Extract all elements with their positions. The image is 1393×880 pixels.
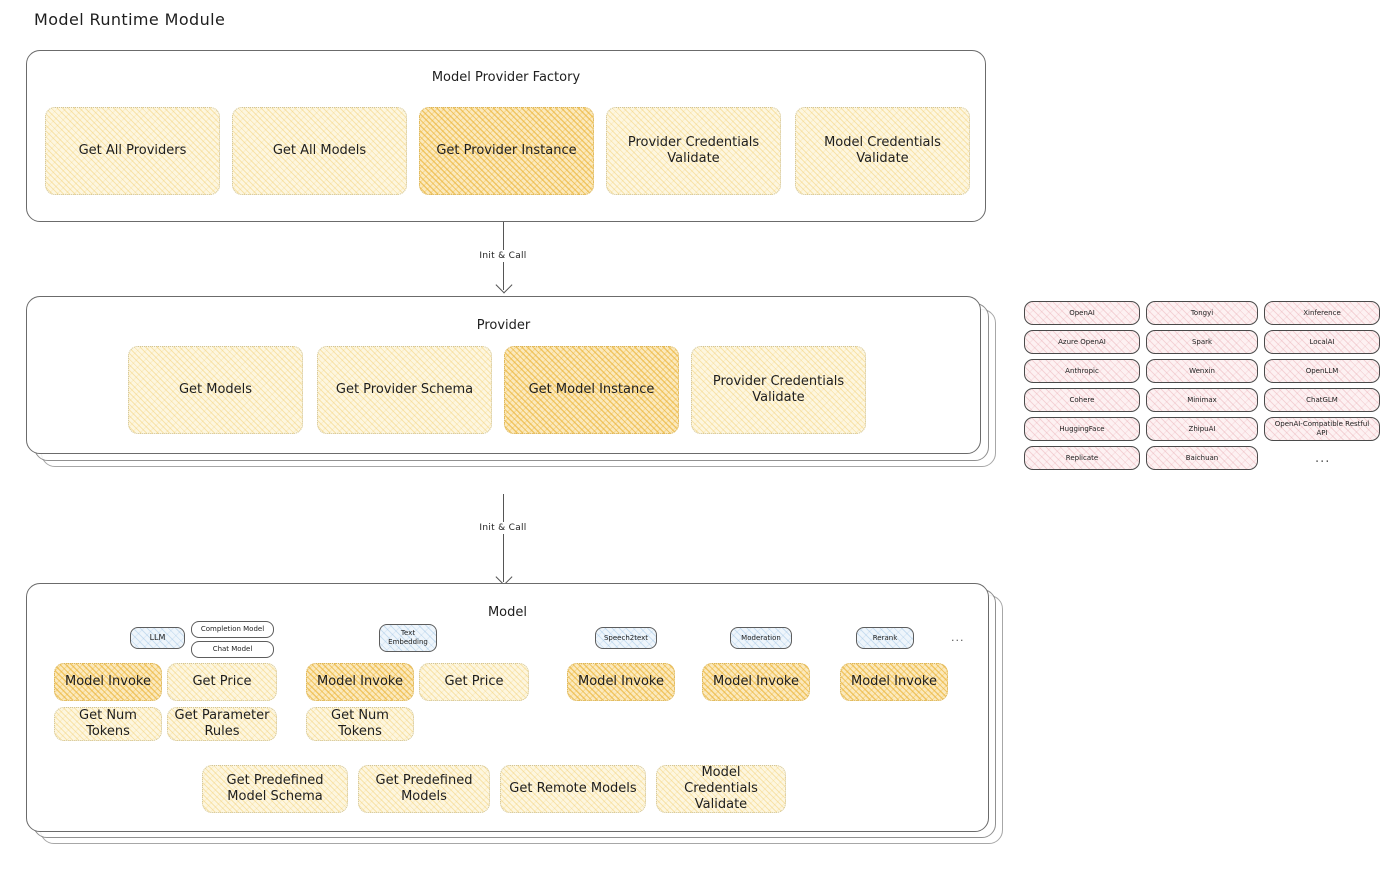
embedding-method-get-price[interactable]: Get Price bbox=[419, 663, 529, 701]
embedding-method-get-num-tokens[interactable]: Get Num Tokens bbox=[306, 707, 414, 741]
provider-chip-huggingface[interactable]: HuggingFace bbox=[1024, 417, 1140, 441]
page-title: Model Runtime Module bbox=[34, 10, 226, 29]
llm-method-get-parameter-rules[interactable]: Get Parameter Rules bbox=[167, 707, 277, 741]
factory-node-provider-credentials-validate[interactable]: Provider Credentials Validate bbox=[606, 107, 781, 195]
embedding-method-model-invoke[interactable]: Model Invoke bbox=[306, 663, 414, 701]
provider-chip-openai[interactable]: OpenAI bbox=[1024, 301, 1140, 325]
provider-group: Provider Get Models Get Provider Schema … bbox=[26, 296, 1011, 476]
provider-chip-minimax[interactable]: Minimax bbox=[1146, 388, 1258, 412]
provider-node-get-models[interactable]: Get Models bbox=[128, 346, 303, 434]
llm-method-get-num-tokens[interactable]: Get Num Tokens bbox=[54, 707, 162, 741]
provider-chip-spark[interactable]: Spark bbox=[1146, 330, 1258, 354]
provider-chip-localai[interactable]: LocalAI bbox=[1264, 330, 1380, 354]
provider-chip-tongyi[interactable]: Tongyi bbox=[1146, 301, 1258, 325]
common-method-get-predefined-model-schema[interactable]: Get Predefined Model Schema bbox=[202, 765, 348, 813]
provider-chip-xinference[interactable]: Xinference bbox=[1264, 301, 1380, 325]
model-type-tag-speech2text[interactable]: Speech2text bbox=[595, 627, 657, 649]
provider-chip-azure-openai[interactable]: Azure OpenAI bbox=[1024, 330, 1140, 354]
factory-node-get-all-models[interactable]: Get All Models bbox=[232, 107, 407, 195]
provider-node-get-provider-schema[interactable]: Get Provider Schema bbox=[317, 346, 492, 434]
provider-chip-anthropic[interactable]: Anthropic bbox=[1024, 359, 1140, 383]
common-method-model-credentials-validate[interactable]: Model Credentials Validate bbox=[656, 765, 786, 813]
model-type-tag-moderation[interactable]: Moderation bbox=[730, 627, 792, 649]
arrow-provider-to-model: Init & Call bbox=[468, 494, 538, 586]
arrow-shaft bbox=[503, 494, 504, 582]
provider-node-get-model-instance[interactable]: Get Model Instance bbox=[504, 346, 679, 434]
provider-chip-baichuan[interactable]: Baichuan bbox=[1146, 446, 1258, 470]
provider-list: OpenAI Azure OpenAI Anthropic Cohere Hug… bbox=[1024, 301, 1380, 473]
arrow-label-init-call: Init & Call bbox=[474, 250, 532, 262]
moderation-method-model-invoke[interactable]: Model Invoke bbox=[702, 663, 810, 701]
model-provider-factory-group: Model Provider Factory Get All Providers… bbox=[26, 50, 986, 222]
arrow-head-icon bbox=[495, 276, 512, 294]
arrow-factory-to-provider: Init & Call bbox=[468, 222, 538, 294]
factory-node-model-credentials-validate[interactable]: Model Credentials Validate bbox=[795, 107, 970, 195]
provider-chip-zhipuai[interactable]: ZhipuAI bbox=[1146, 417, 1258, 441]
factory-node-get-provider-instance[interactable]: Get Provider Instance bbox=[419, 107, 594, 195]
model-group: Model LLM Completion Model Chat Model Te… bbox=[26, 583, 1026, 853]
provider-chip-cohere[interactable]: Cohere bbox=[1024, 388, 1140, 412]
common-method-get-predefined-models[interactable]: Get Predefined Models bbox=[358, 765, 490, 813]
model-type-tag-llm[interactable]: LLM bbox=[130, 627, 185, 649]
provider-title: Provider bbox=[476, 318, 531, 333]
model-subtag-chat-model[interactable]: Chat Model bbox=[191, 641, 274, 658]
provider-node-provider-credentials-validate[interactable]: Provider Credentials Validate bbox=[691, 346, 866, 434]
provider-chip-replicate[interactable]: Replicate bbox=[1024, 446, 1140, 470]
provider-chip-openllm[interactable]: OpenLLM bbox=[1264, 359, 1380, 383]
arrow-label-init-call: Init & Call bbox=[474, 522, 532, 534]
common-method-get-remote-models[interactable]: Get Remote Models bbox=[500, 765, 646, 813]
model-title: Model bbox=[487, 605, 528, 620]
llm-method-get-price[interactable]: Get Price bbox=[167, 663, 277, 701]
provider-chip-openai-compatible-restful-api[interactable]: OpenAI-Compatible Restful API bbox=[1264, 417, 1380, 441]
model-subtag-completion-model[interactable]: Completion Model bbox=[191, 621, 274, 638]
llm-method-model-invoke[interactable]: Model Invoke bbox=[54, 663, 162, 701]
rerank-method-model-invoke[interactable]: Model Invoke bbox=[840, 663, 948, 701]
model-type-tag-text-embedding[interactable]: Text Embedding bbox=[379, 624, 437, 652]
factory-title: Model Provider Factory bbox=[431, 70, 581, 85]
model-types-more: ... bbox=[951, 631, 965, 644]
provider-chip-chatglm[interactable]: ChatGLM bbox=[1264, 388, 1380, 412]
provider-chip-wenxin[interactable]: Wenxin bbox=[1146, 359, 1258, 383]
model-type-tag-rerank[interactable]: Rerank bbox=[856, 627, 914, 649]
speech2text-method-model-invoke[interactable]: Model Invoke bbox=[567, 663, 675, 701]
factory-node-get-all-providers[interactable]: Get All Providers bbox=[45, 107, 220, 195]
provider-list-more: ... bbox=[1315, 451, 1331, 466]
